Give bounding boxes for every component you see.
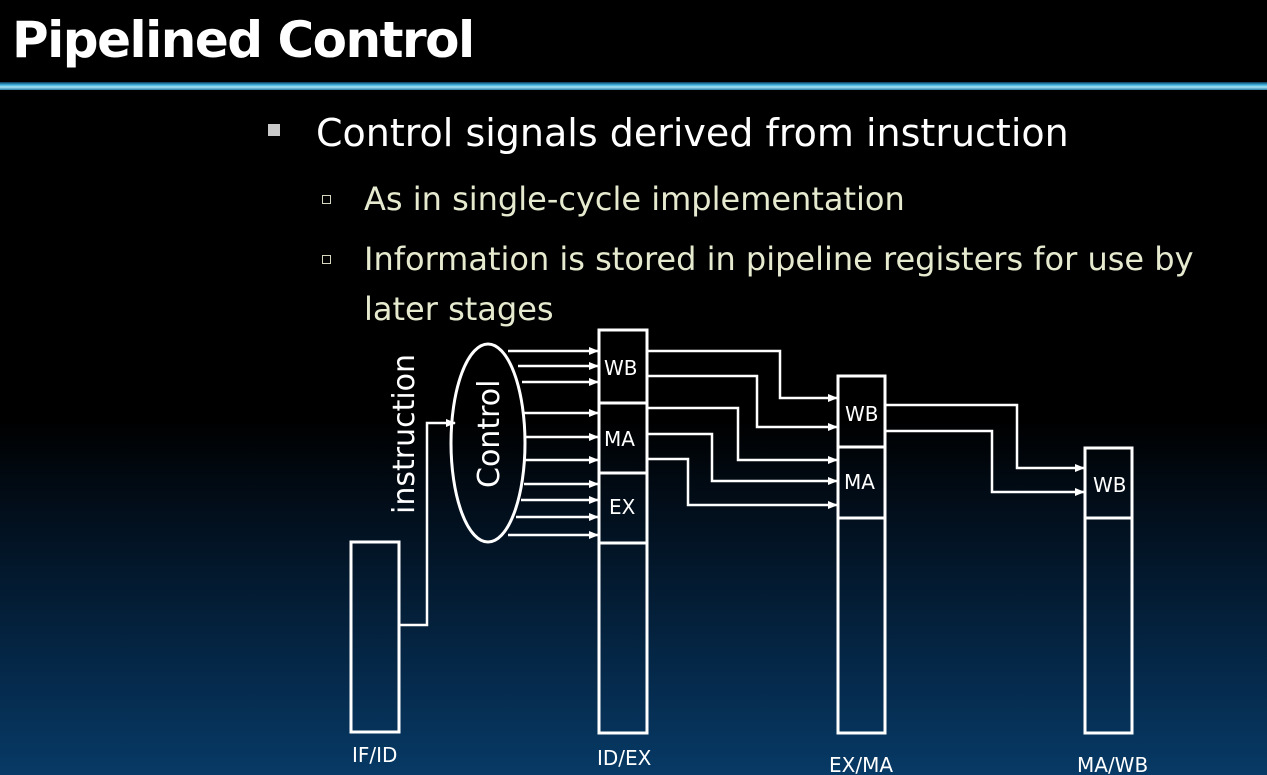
if-id-register [349,540,401,734]
id-ex-register [597,328,649,735]
hollow-square-bullet-icon [322,195,331,204]
control-signal-wires [508,347,599,539]
ex-ma-register [836,374,887,735]
sub-bullet-text: As in single-cycle implementation [364,180,905,218]
title-divider [0,82,1267,90]
id-ex-to-ex-ma-wires [648,349,838,509]
instruction-label: instruction [387,354,422,514]
control-unit [449,342,527,544]
register-label-ex-ma: EX/MA [829,753,893,775]
hollow-square-bullet-icon [322,255,331,264]
register-label-id-ex: ID/EX [597,746,652,770]
ex-ma-to-ma-wb-wires [886,403,1085,496]
id-ex-ma-field: MA [604,427,635,451]
main-bullet-text: Control signals derived from instruction [316,111,1069,155]
instruction-wire [400,419,456,627]
ex-ma-ma-field: MA [844,470,875,494]
control-label: Control [472,380,507,488]
ex-ma-wb-field: WB [845,402,879,426]
sub-bullet-text: later stages [364,290,554,328]
id-ex-wb-field: WB [604,356,638,380]
ma-wb-register [1083,446,1134,735]
register-label-ma-wb: MA/WB [1077,753,1148,775]
id-ex-ex-field: EX [609,495,636,519]
register-label-if-id: IF/ID [352,743,397,767]
slide-title: Pipelined Control [12,11,475,69]
sub-bullet-text: Information is stored in pipeline regist… [364,240,1194,278]
square-bullet-icon [268,124,280,136]
ma-wb-wb-field: WB [1093,473,1127,497]
